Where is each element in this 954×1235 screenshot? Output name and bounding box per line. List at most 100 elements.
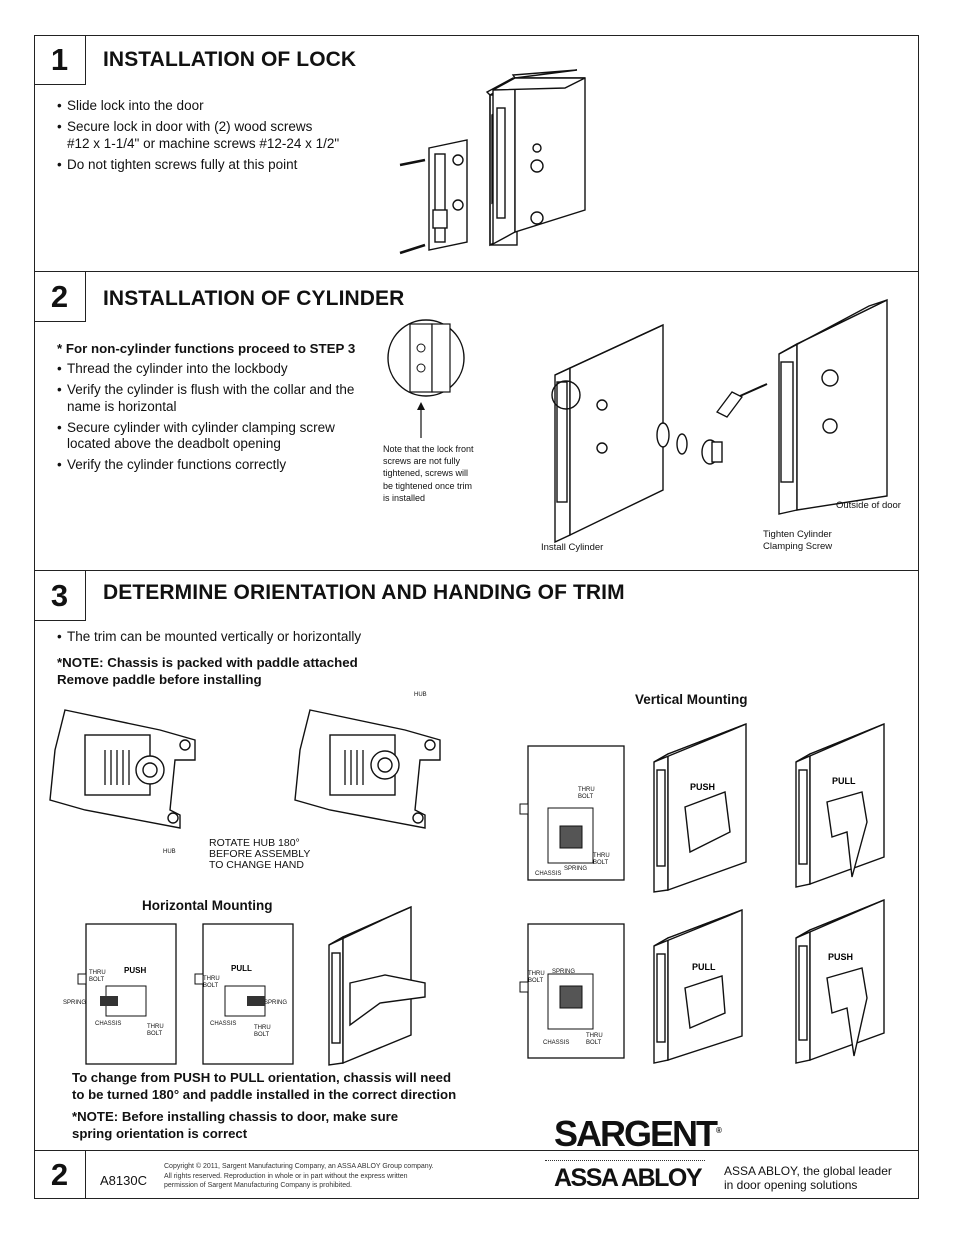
tagline-line: ASSA ABLOY, the global leader bbox=[724, 1164, 892, 1178]
chassis-illustration bbox=[49, 709, 196, 829]
list-item: Do not tighten screws fully at this poin… bbox=[57, 157, 339, 174]
push-door-vertical: PUSH bbox=[653, 722, 747, 893]
section-divider bbox=[34, 271, 919, 272]
step-title: INSTALLATION OF CYLINDER bbox=[103, 287, 405, 310]
callout-line: is installed bbox=[383, 492, 426, 503]
callout-line: tightened, screws will bbox=[383, 468, 469, 479]
outside-door-illustration bbox=[778, 298, 888, 515]
outside-door-label: Outside of door bbox=[836, 500, 901, 511]
spring-label: SPRING bbox=[264, 1000, 288, 1006]
rotate-hub-instruction: ROTATE HUB 180° BEFORE ASSEMBLY TO CHANG… bbox=[209, 838, 310, 871]
spring-orientation-note: *NOTE: Before installing chassis to door… bbox=[72, 1108, 398, 1142]
chassis-label: CHASSIS bbox=[543, 1040, 570, 1046]
sargent-logo: SARGENT® bbox=[554, 1113, 722, 1154]
pull-text: PULL bbox=[832, 776, 856, 786]
pull-text: PULL bbox=[231, 964, 252, 973]
step1-instructions: Slide lock into the door Secure lock in … bbox=[57, 98, 339, 178]
note-line: Remove paddle before installing bbox=[57, 672, 262, 687]
list-item: Verify the cylinder is flush with the co… bbox=[57, 382, 354, 415]
step2-instructions: Thread the cylinder into the lockbody Ve… bbox=[57, 361, 354, 478]
spring-label: SPRING bbox=[564, 866, 588, 872]
page-number: 2 bbox=[34, 1150, 86, 1199]
copyright-notice: Copyright © 2011, Sargent Manufacturing … bbox=[164, 1162, 434, 1191]
change-orientation-note: To change from PUSH to PULL orientation,… bbox=[72, 1069, 456, 1103]
door-edge-illustration bbox=[492, 69, 586, 246]
spring-label: SPRING bbox=[552, 969, 576, 975]
logo-separator bbox=[545, 1160, 705, 1161]
lock-front-detail-circle bbox=[387, 319, 465, 438]
step-number: 3 bbox=[34, 571, 86, 621]
assa-abloy-logo: ASSA ABLOY bbox=[554, 1164, 703, 1192]
tighten-label-line: Clamping Screw bbox=[763, 541, 833, 552]
rotate-line: BEFORE ASSEMBLY bbox=[209, 848, 311, 860]
pull-door-vertical: PULL bbox=[795, 722, 885, 888]
step-number: 2 bbox=[34, 272, 86, 322]
note-line: To change from PUSH to PULL orientation,… bbox=[72, 1070, 452, 1085]
horizontal-door-illustration bbox=[328, 905, 426, 1066]
chassis-label: CHASSIS bbox=[95, 1021, 122, 1027]
vertical-chassis-panel-2 bbox=[519, 923, 625, 1059]
note-line: *NOTE: Before installing chassis to door… bbox=[72, 1109, 399, 1124]
install-cylinder-label: Install Cylinder bbox=[541, 542, 604, 553]
note-line: to be turned 180° and paddle installed i… bbox=[72, 1087, 457, 1102]
callout-line: screws are not fully bbox=[383, 456, 461, 467]
spring-label: SPRING bbox=[63, 1000, 87, 1006]
rotate-line: ROTATE HUB 180° bbox=[209, 837, 300, 849]
section-divider bbox=[34, 570, 919, 571]
footer-divider bbox=[34, 1150, 919, 1151]
page-frame bbox=[34, 35, 919, 1199]
list-item: The trim can be mounted vertically or ho… bbox=[57, 629, 361, 646]
tighten-label: Tighten Cylinder Clamping Screw bbox=[763, 529, 832, 553]
step-number: 1 bbox=[34, 35, 86, 85]
horizontal-mounting-label: Horizontal Mounting bbox=[142, 898, 273, 913]
list-item: Thread the cylinder into the lockbody bbox=[57, 361, 354, 378]
push-door-vertical-2: PUSH bbox=[795, 898, 885, 1064]
copyright-line: permission of Sargent Manufacturing Comp… bbox=[164, 1182, 352, 1189]
horizontal-pull-panel: PULL bbox=[194, 923, 294, 1065]
vertical-mounting-label: Vertical Mounting bbox=[635, 692, 748, 707]
non-cylinder-note: * For non-cylinder functions proceed to … bbox=[57, 341, 356, 356]
pull-text: PULL bbox=[692, 962, 716, 972]
chassis-illustration bbox=[294, 709, 441, 829]
tighten-label-line: Tighten Cylinder bbox=[763, 529, 832, 540]
callout-line: be tightened once trim bbox=[383, 480, 473, 491]
step-title: INSTALLATION OF LOCK bbox=[103, 48, 357, 71]
push-text: PUSH bbox=[828, 952, 853, 962]
list-item: Secure cylinder with cylinder clamping s… bbox=[57, 420, 354, 453]
pull-door-vertical-2: PULL bbox=[653, 908, 743, 1064]
push-text: PUSH bbox=[690, 782, 715, 792]
hub-label: HUB bbox=[163, 849, 176, 855]
screwdriver-icon bbox=[716, 383, 768, 418]
copyright-line: Copyright © 2011, Sargent Manufacturing … bbox=[164, 1163, 434, 1170]
step-title: DETERMINE ORIENTATION AND HANDING OF TRI… bbox=[103, 581, 625, 604]
paddle-note: *NOTE: Chassis is packed with paddle att… bbox=[57, 654, 358, 688]
tagline-line: in door opening solutions bbox=[724, 1178, 858, 1192]
horizontal-push-panel: PUSH bbox=[77, 923, 177, 1065]
document-code: A8130C bbox=[100, 1173, 147, 1188]
push-text: PUSH bbox=[124, 966, 146, 975]
hub-label: HUB bbox=[414, 692, 427, 698]
step3-instructions: The trim can be mounted vertically or ho… bbox=[57, 629, 361, 650]
list-item: Verify the cylinder functions correctly bbox=[57, 457, 354, 474]
vertical-chassis-panel bbox=[519, 745, 625, 881]
rotate-line: TO CHANGE HAND bbox=[209, 859, 304, 871]
install-cylinder-illustration bbox=[551, 323, 723, 544]
tagline: ASSA ABLOY, the global leader in door op… bbox=[724, 1164, 892, 1192]
note-line: *NOTE: Chassis is packed with paddle att… bbox=[57, 655, 358, 670]
lock-front-callout: Note that the lock front screws are not … bbox=[383, 443, 474, 504]
list-item: Slide lock into the door bbox=[57, 98, 339, 115]
chassis-label: CHASSIS bbox=[210, 1021, 237, 1027]
list-item: Secure lock in door with (2) wood screws… bbox=[57, 119, 339, 152]
chassis-label: CHASSIS bbox=[535, 871, 562, 877]
callout-line: Note that the lock front bbox=[383, 444, 474, 454]
note-line: spring orientation is correct bbox=[72, 1126, 248, 1141]
copyright-line: All rights reserved. Reproduction in who… bbox=[164, 1172, 408, 1180]
